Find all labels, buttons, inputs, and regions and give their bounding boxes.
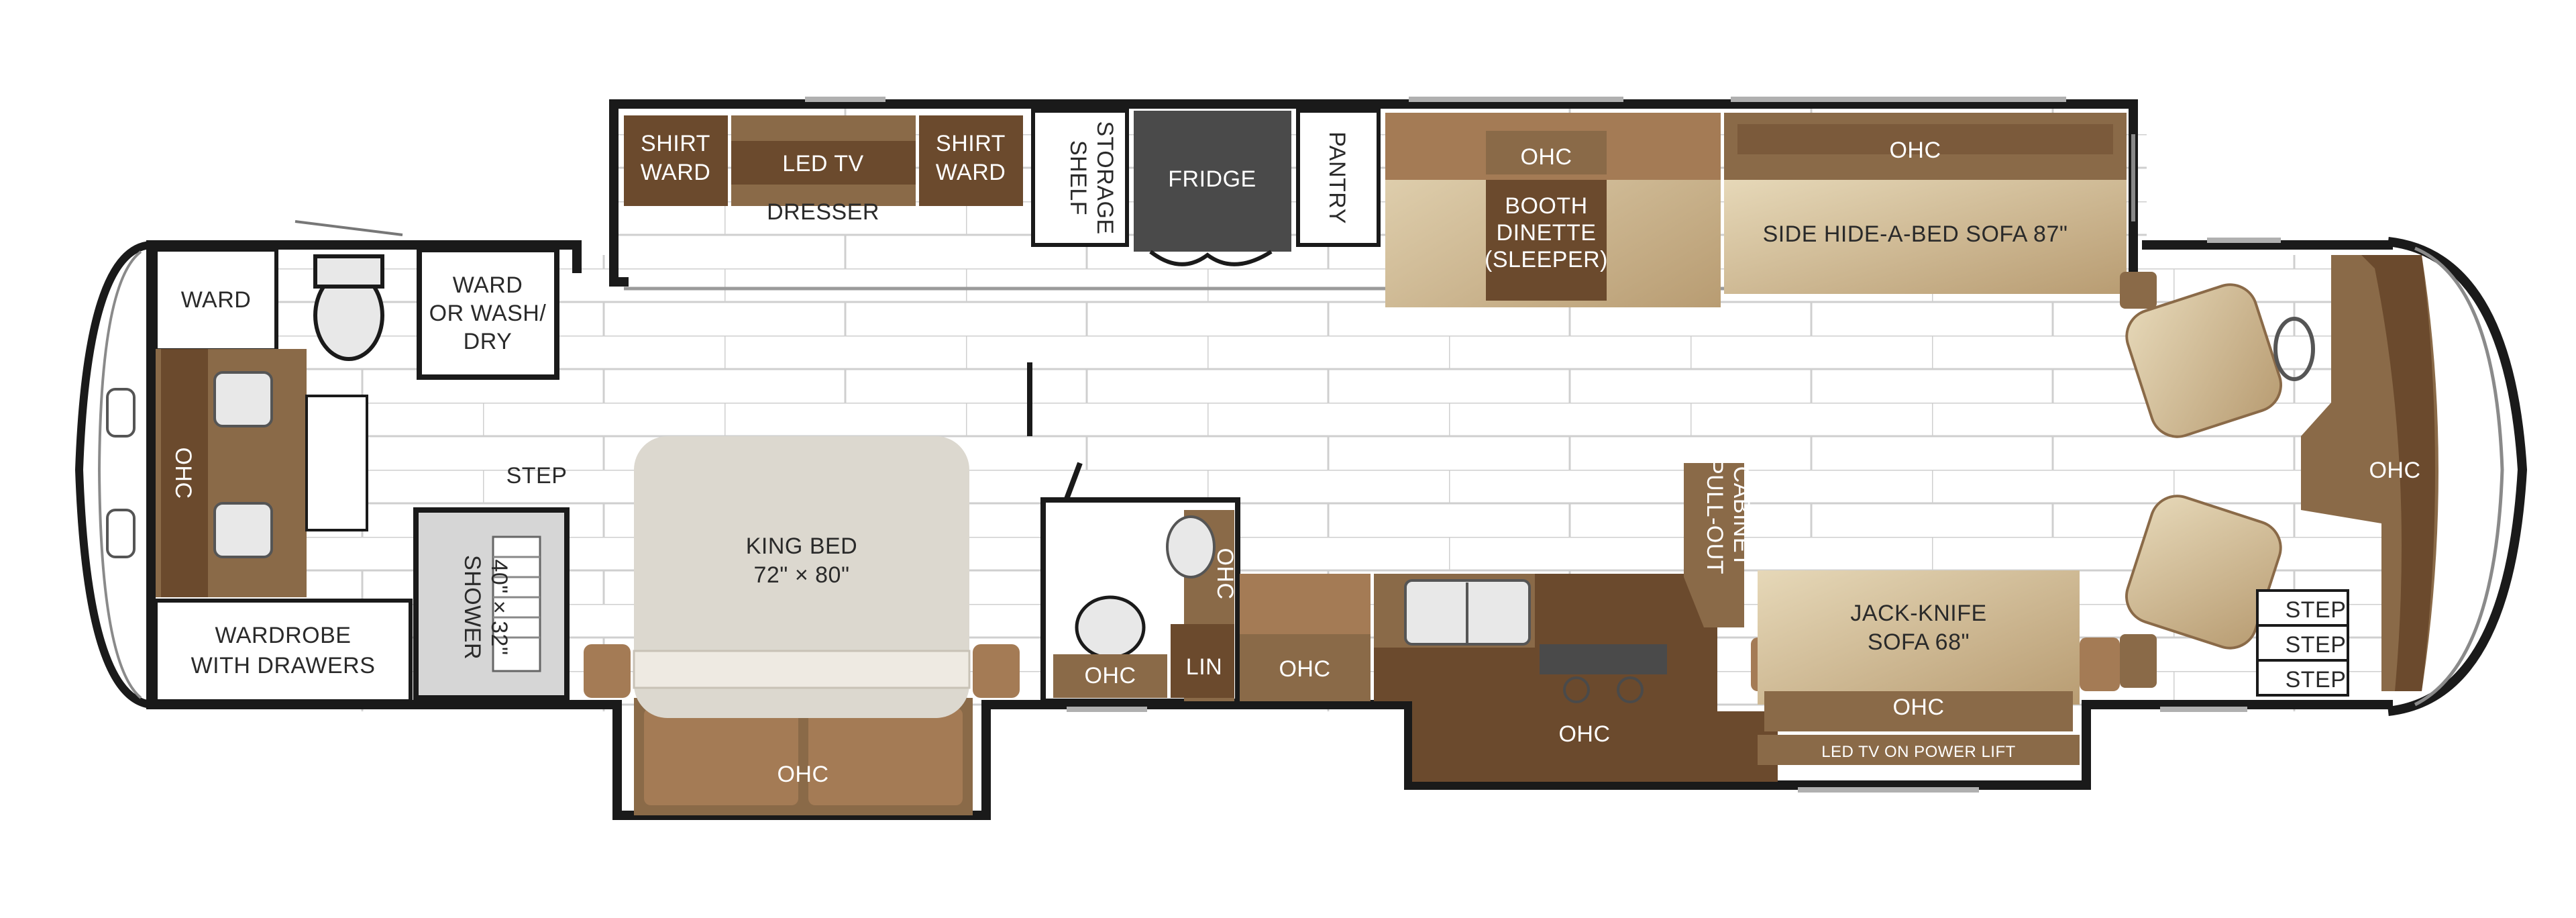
sink-top (213, 371, 273, 427)
dinette-ohc-label: OHC (1520, 144, 1572, 170)
booth-dinette: OHC BOOTH DINETTE (SLEEPER) (1385, 113, 1721, 307)
cockpit: OHC STEP STEP STEP (2120, 255, 2438, 697)
windows (805, 97, 2281, 793)
wardrobe-label-2: WITH DRAWERS (191, 653, 376, 678)
dresser-section: SHIRT WARD LED TV DRESSER SHIRT WARD SHE… (624, 109, 1381, 266)
bed-mattress (634, 436, 969, 718)
fridge (1134, 111, 1291, 252)
shirt-ward-left (624, 115, 728, 206)
walls (146, 99, 2393, 820)
bed-ohc-label: OHC (777, 762, 828, 787)
shower (413, 507, 570, 701)
led-tv-shelf (731, 141, 916, 185)
dinette-label-3: (SLEEPER) (1485, 247, 1608, 272)
rear-lights (106, 388, 136, 558)
mid-bath-side-ohc-label: OHC (1212, 548, 1238, 599)
front-cab-inner (2414, 246, 2504, 707)
led-tv-lift-label: LED TV ON POWER LIFT (1821, 743, 2016, 761)
galley: OHC OHC PULL-OUT CABINET (1240, 459, 1778, 782)
cooktop (1540, 644, 1667, 674)
step-label-3: STEP (2286, 667, 2347, 693)
rear-bumper (74, 241, 152, 709)
shelf-storage-label-1: SHELF (1065, 140, 1091, 215)
wardrobe-label-1: WARDROBE (215, 623, 352, 648)
step-label-1: STEP (2286, 597, 2347, 623)
shower-label-1: SHOWER (460, 555, 485, 660)
front-cab-outline (2387, 237, 2528, 716)
steering-wheel (2273, 317, 2315, 381)
shirt-ward-right (919, 115, 1023, 206)
sink-bottom (213, 502, 273, 558)
shirt-ward-right-label-2: WARD (936, 160, 1006, 185)
step-rear-label: STEP (506, 463, 568, 489)
lin-label: LIN (1186, 654, 1222, 680)
dinette-label-2: DINETTE (1497, 220, 1597, 246)
pull-out-cabinet (1684, 463, 1744, 627)
toilet-mid (1075, 595, 1146, 660)
driver-seat (2125, 283, 2282, 438)
mid-bath-ohc-label: OHC (1084, 663, 1136, 688)
king-bed: OHC KING BED 72" × 80" (584, 436, 1020, 815)
ward-label: WARD (181, 287, 252, 313)
side-sofa-label: SIDE HIDE-A-BED SOFA 87" (1763, 221, 2068, 247)
ward-wash-label-1: WARD (453, 272, 523, 298)
vanity-ohc-label: OHC (170, 447, 196, 499)
king-bed-label-2: 72" × 80" (753, 562, 849, 588)
pull-out-label-1: PULL-OUT (1702, 459, 1727, 574)
jack-knife-sofa: JACK-KNIFE SOFA 68" OHC LED TV ON POWER … (1751, 570, 2120, 765)
ward-wash-label-3: DRY (464, 329, 513, 354)
shirt-ward-left-label-1: SHIRT (641, 131, 710, 156)
led-tv-label: LED TV (782, 151, 863, 176)
side-sofa: OHC SIDE HIDE-A-BED SOFA 87" (1724, 113, 2127, 294)
galley-ohc-2-label: OHC (1558, 721, 1610, 747)
cockpit-ohc-label: OHC (2369, 458, 2420, 483)
galley-ohc-1-label: OHC (1279, 656, 1330, 682)
dinette-label-1: BOOTH (1505, 193, 1587, 219)
dresser-label: DRESSER (767, 199, 879, 225)
shirt-ward-right-label-1: SHIRT (936, 131, 1006, 156)
sofa-ohc-label: OHC (1889, 138, 1941, 163)
ward-wash-label-2: OR WASH/ (429, 301, 547, 326)
jack-ohc-label: OHC (1892, 695, 1944, 720)
rear-bumper-inner (97, 250, 142, 699)
pantry-label: PANTRY (1324, 132, 1350, 224)
fridge-label: FRIDGE (1168, 166, 1256, 192)
mid-bath: OHC OHC LIN (1027, 362, 1240, 704)
king-bed-label-1: KING BED (746, 533, 857, 559)
jack-knife-label-2: SOFA 68" (1868, 629, 1970, 655)
shirt-ward-left-label-2: WARD (641, 160, 711, 185)
jack-knife-label-1: JACK-KNIFE (1850, 601, 1986, 626)
sink-mid (1166, 515, 1216, 578)
rear-bath: WARD WARD OR WASH/ DRY OHC STEP SHOWER 4… (154, 220, 570, 703)
step-label-2: STEP (2286, 632, 2347, 658)
dinette-table (1486, 180, 1607, 301)
pull-out-label-2: CABINET (1729, 466, 1754, 568)
shower-label-2: 40" × 32" (486, 559, 512, 655)
shelf-storage-label-2: STORAGE (1092, 121, 1118, 234)
